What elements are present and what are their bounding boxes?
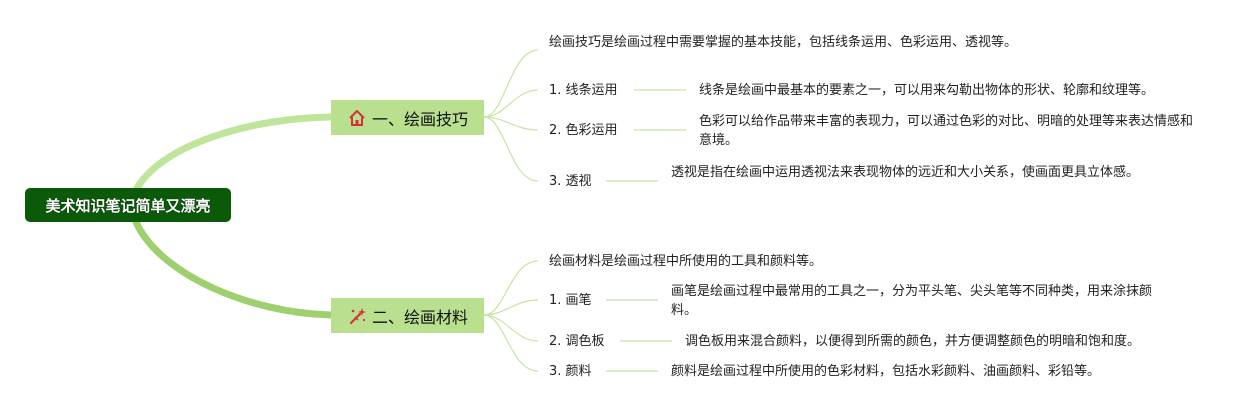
root-to-branch1-curve: [132, 113, 335, 194]
desc-paint: 颜料是绘画过程中所使用的色彩材料，包括水彩颜料、油画颜料、彩铅等。: [671, 364, 1101, 379]
brush-sparkle-icon: [347, 306, 367, 326]
b1-item3-link: [483, 116, 539, 182]
branch-painting-materials[interactable]: 二、绘画材料: [331, 298, 484, 333]
topic-palette[interactable]: 2. 调色板: [549, 334, 605, 349]
house-icon: [347, 108, 367, 128]
b2-summary-link: [483, 260, 539, 316]
b2-item3-link: [483, 314, 539, 372]
topic-line-usage[interactable]: 1. 线条运用: [549, 83, 618, 98]
desc-palette: 调色板用来混合颜料，以便得到所需的颜色，并方便调整颜色的明暗和饱和度。: [685, 334, 1141, 349]
branch1-summary: 绘画技巧是绘画过程中需要掌握的基本技能，包括线条运用、色彩运用、透视等。: [549, 35, 1018, 50]
root-to-branch2-curve: [132, 218, 335, 319]
topic-perspective[interactable]: 3. 透视: [549, 174, 592, 189]
branch-title: 二、绘画材料: [371, 307, 468, 327]
desc-brush: 画笔是绘画过程中最常用的工具之一，分为平头笔、尖头笔等不同种类，用来涂抹颜料。: [671, 284, 1153, 318]
b1-summary-link: [483, 49, 539, 118]
b1-item1-link: [483, 89, 539, 118]
branch2-summary: 绘画材料是绘画过程中所使用的工具和颜料等。: [549, 254, 823, 269]
b2-item2-link: [483, 314, 539, 342]
root-title: 美术知识笔记简单又漂亮: [45, 196, 211, 215]
desc-perspective: 透视是指在绘画中运用透视法来表现物体的远近和大小关系，使画面更具立体感。: [671, 165, 1140, 180]
topic-paint[interactable]: 3. 颜料: [549, 364, 592, 379]
branch-title: 一、绘画技巧: [371, 109, 468, 129]
topic-brush[interactable]: 1. 画笔: [549, 293, 592, 308]
topic-color-usage[interactable]: 2. 色彩运用: [549, 123, 618, 138]
desc-color-usage: 色彩可以给作品带来丰富的表现力，可以通过色彩的对比、明暗的处理等来表达情感和意境…: [699, 114, 1194, 148]
desc-line-usage: 线条是绘画中最基本的要素之一，可以用来勾勒出物体的形状、轮廓和纹理等。: [699, 83, 1155, 98]
root-topic[interactable]: 美术知识笔记简单又漂亮: [25, 188, 231, 222]
branch-painting-skills[interactable]: 一、绘画技巧: [331, 100, 484, 135]
b1-item2-link: [483, 116, 539, 131]
b2-item1-link: [483, 299, 539, 316]
